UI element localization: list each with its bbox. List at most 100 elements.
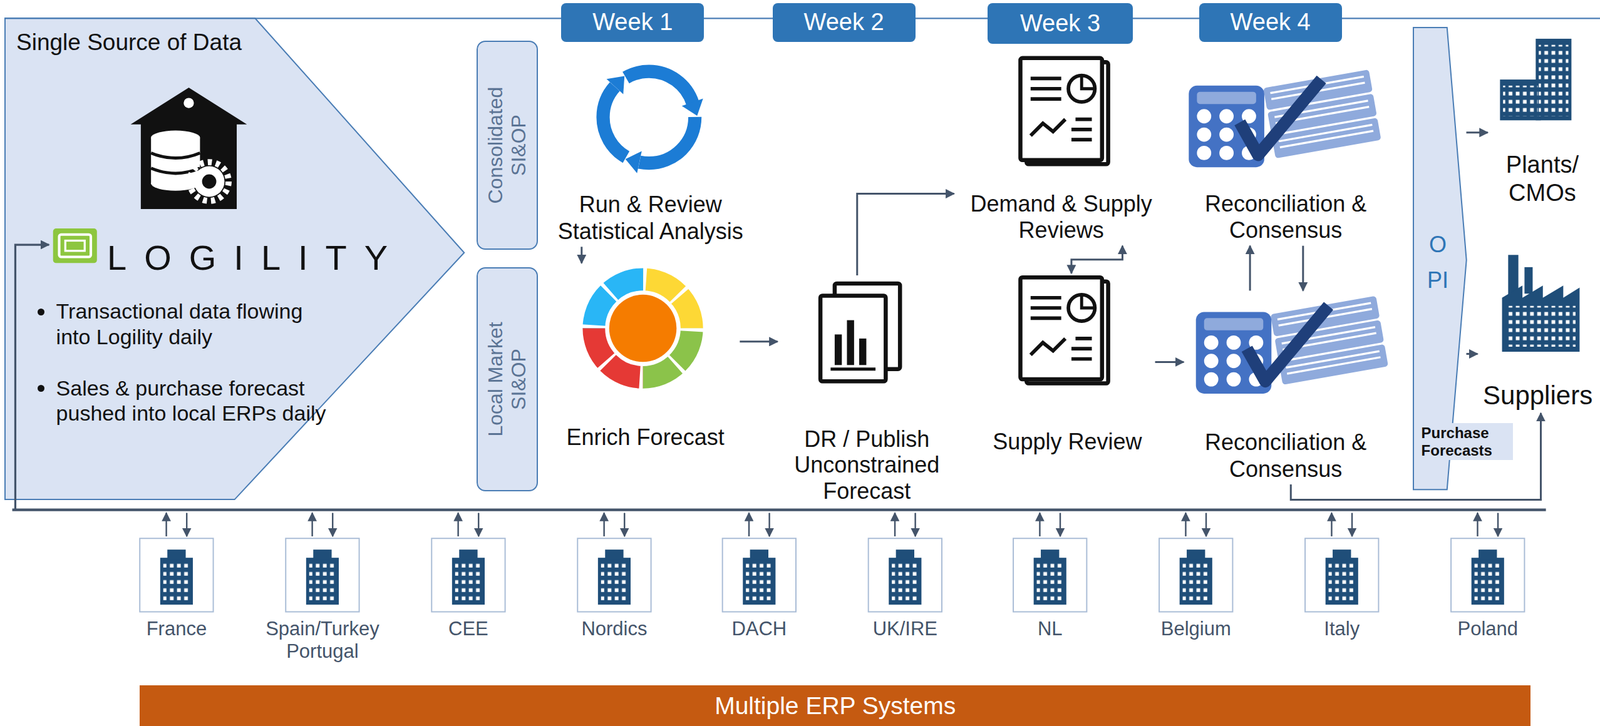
erp-system: DACH xyxy=(687,536,831,682)
chart-document-icon xyxy=(820,295,886,382)
erp-icons xyxy=(1033,549,1067,605)
process-step: Plants/ CMOs xyxy=(1487,30,1597,210)
step-label: Run & Review Statistical Analysis xyxy=(544,191,757,247)
swimlane-label: Consolidated SI&OP xyxy=(476,40,538,250)
erp-system: Spain/Turkey Portugal xyxy=(251,536,394,682)
flow-arrow xyxy=(1466,131,1488,134)
process-step: DR / Publish Unconstrained Forecast xyxy=(777,275,957,506)
erp-icons xyxy=(1013,538,1087,612)
country-label: CEE xyxy=(400,618,537,641)
logo-mark xyxy=(53,228,98,264)
erp-icons xyxy=(1205,512,1207,537)
erp-system: UK/IRE xyxy=(833,536,977,682)
erp-icons xyxy=(623,512,625,537)
purchase-forecast-label: Purchase Forecasts xyxy=(1419,423,1514,461)
erp-icons xyxy=(139,512,1525,612)
flow-arrow xyxy=(739,340,778,343)
factory-icon xyxy=(1502,285,1580,352)
erp-icons xyxy=(165,512,167,537)
erp-icons xyxy=(1471,549,1505,605)
week-label: Week 2 xyxy=(803,8,884,36)
report-icon xyxy=(1020,58,1108,165)
erp-icons xyxy=(1038,512,1041,537)
erp-icons xyxy=(1305,538,1379,612)
enrich-wheel-icon xyxy=(593,279,692,377)
flow-arrow xyxy=(1466,353,1478,356)
erp-bus-line xyxy=(12,509,1547,512)
plant-icon xyxy=(1538,45,1569,117)
erp-icons xyxy=(1476,512,1478,537)
logo-mark xyxy=(65,240,85,251)
erp-icons xyxy=(603,512,605,537)
erp-icons xyxy=(457,512,459,537)
erp-icons xyxy=(1159,538,1233,612)
country-label: Belgium xyxy=(1128,618,1264,641)
database-icon xyxy=(194,166,225,198)
database-icon xyxy=(150,130,200,146)
erp-icons xyxy=(1497,512,1499,537)
enrich-wheel-icon xyxy=(593,279,692,377)
enrich-wheel-icon xyxy=(593,279,692,377)
erp-system: Poland xyxy=(1416,536,1560,682)
erp-icons xyxy=(868,538,942,612)
panel-heading: Single Source of Data xyxy=(16,28,272,57)
erp-icons xyxy=(1330,512,1332,537)
flow-arrow xyxy=(1249,246,1252,292)
logo-wordmark: LOGILITY xyxy=(107,236,406,279)
database-icon xyxy=(189,162,229,202)
week-label: Week 1 xyxy=(592,8,673,36)
banner-label: Multiple ERP Systems xyxy=(714,692,956,721)
swimlane-text: Local Market SI&OP xyxy=(484,304,531,455)
erp-icons xyxy=(1325,549,1359,605)
cycle-arrows-icon xyxy=(603,71,696,164)
logo-mark xyxy=(59,234,92,258)
opi-chevron: OPIPurchase Forecasts xyxy=(1413,27,1467,490)
erp-icons xyxy=(598,549,631,605)
factory-icon xyxy=(1507,306,1576,347)
erp-icons xyxy=(748,512,750,537)
chart-document-icon xyxy=(846,320,854,366)
panel-outline xyxy=(1413,27,1467,490)
erp-system: Nordics xyxy=(542,536,686,682)
swimlane-text: Consolidated SI&OP xyxy=(484,70,531,221)
country-label: Poland xyxy=(1420,618,1556,641)
plant-icon xyxy=(1535,38,1572,121)
erp-icons xyxy=(431,538,505,612)
flow-arrow xyxy=(1301,246,1304,292)
calculator-money-icon xyxy=(1196,296,1389,394)
erp-system: Italy xyxy=(1270,536,1414,682)
factory-icon xyxy=(1524,267,1533,294)
week-label: Week 3 xyxy=(1020,10,1101,37)
country-label: UK/IRE xyxy=(837,618,973,641)
process-step: Reconciliation & Consensus xyxy=(1183,69,1388,247)
erp-icons xyxy=(888,549,922,605)
erp-banner: Multiple ERP Systems xyxy=(139,685,1531,726)
process-step: Demand & Supply Reviews xyxy=(954,48,1169,246)
erp-icons xyxy=(1059,512,1061,537)
cycle-arrows-icon xyxy=(603,71,704,174)
chart-document-icon xyxy=(830,367,876,371)
flow-arrow xyxy=(857,194,955,276)
erp-icons xyxy=(139,538,213,612)
process-step: Suppliers xyxy=(1477,244,1598,414)
opi-letters: OPI xyxy=(1426,226,1450,299)
cycle-arrows-icon xyxy=(606,75,625,94)
week-tab: Week 2 xyxy=(772,3,916,42)
country-label: NL xyxy=(982,618,1118,641)
erp-icons xyxy=(722,538,796,612)
process-step: Supply Review xyxy=(979,273,1155,458)
cycle-arrows-icon xyxy=(625,150,642,173)
week-tab: Week 3 xyxy=(987,3,1133,44)
erp-icons xyxy=(742,549,776,605)
database-icon xyxy=(202,174,217,190)
step-label: Plants/ CMOs xyxy=(1491,150,1594,210)
data-source-panel: Single Source of DataLOGILITYTransaction… xyxy=(5,18,465,500)
erp-system: CEE xyxy=(397,536,540,682)
cycle-arrows-icon xyxy=(681,98,704,116)
plant-icon xyxy=(1499,79,1541,121)
plant-icon xyxy=(1502,85,1538,117)
erp-icons xyxy=(914,512,916,537)
panel-outline xyxy=(1413,27,1467,490)
